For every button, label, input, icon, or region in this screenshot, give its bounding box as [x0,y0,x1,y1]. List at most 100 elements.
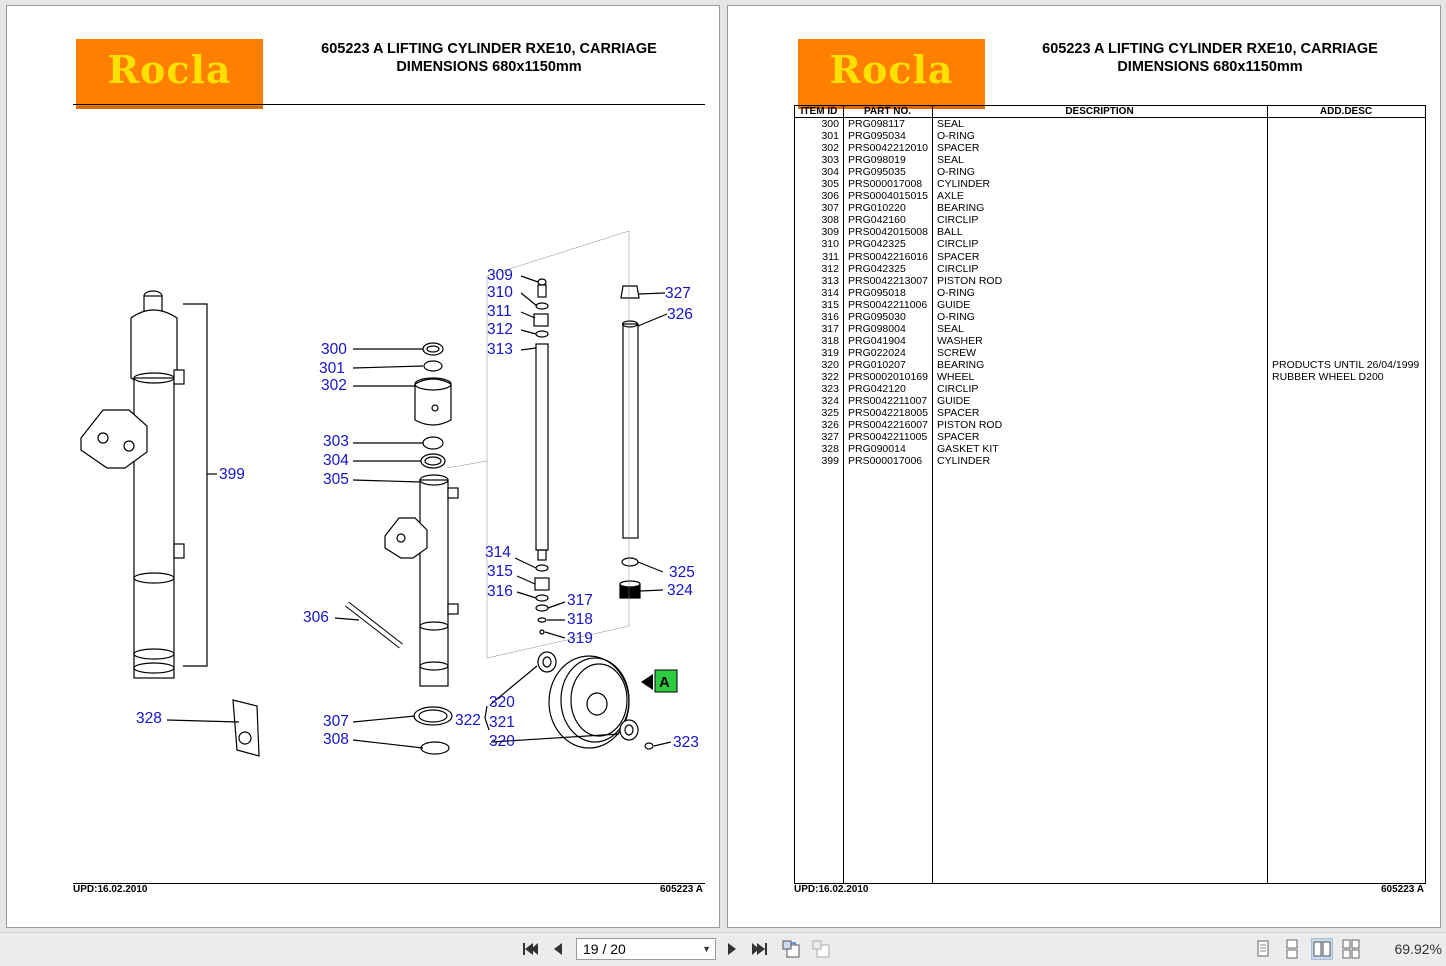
part-no-cell: PRG022024 [848,346,906,359]
single-page-icon[interactable] [1252,938,1274,960]
add-desc-cell: RUBBER WHEEL D200 [1272,370,1384,383]
callout-310: 310 [487,284,513,301]
part-no-cell: PRG090014 [848,443,906,456]
description-cell: SPACER [937,142,980,155]
description-cell: CYLINDER [937,455,991,468]
title-line-1: 605223 A LIFTING CYLINDER RXE10, CARRIAG… [321,41,657,57]
next-page-icon[interactable] [720,937,744,961]
table-row: 311 PRS0042216016 SPACER [795,251,1425,263]
rotate-cw-icon[interactable] [779,937,803,961]
logo-text: Rocla [107,47,232,92]
page-number-input[interactable]: 19 / 20 ▼ [576,938,716,960]
description-cell: BEARING [937,358,985,371]
item-id-cell: 322 [821,370,839,383]
header-rule [73,104,705,105]
description-cell: O-RING [937,286,975,299]
callout-300: 300 [321,341,347,358]
table-row: 324 PRS0042211007 GUIDE [795,395,1425,407]
description-cell: BALL [937,226,963,239]
part-no-cell: PRS0042216016 [848,250,928,263]
callout-301: 301 [319,360,345,377]
part-no-cell: PRG098004 [848,322,906,335]
part-no-cell: PRS0042211007 [848,395,928,408]
description-cell: SPACER [937,250,980,263]
callout-324: 324 [667,582,693,599]
item-id-cell: 327 [821,431,839,444]
item-id-cell: 399 [821,455,839,468]
description-cell: CYLINDER [937,178,991,191]
item-id-cell: 319 [821,346,839,359]
callout-314: 314 [485,544,511,561]
item-id-cell: 314 [821,286,839,299]
item-id-cell: 307 [821,202,839,215]
callout-304: 304 [323,452,349,469]
item-id-cell: 300 [821,118,839,130]
part-no-cell: PRG010207 [848,358,906,371]
description-cell: CIRCLIP [937,262,979,275]
item-id-cell: 326 [821,419,839,432]
last-page-icon[interactable] [748,937,772,961]
part-no-cell: PRG042120 [848,383,906,396]
description-cell: AXLE [937,190,964,203]
item-id-cell: 309 [821,226,839,239]
description-cell: GASKET KIT [937,443,999,456]
callout-306: 306 [303,609,329,626]
description-cell: GUIDE [937,395,971,408]
callout-309: 309 [487,267,513,284]
part-no-cell: PRG042325 [848,238,906,251]
callout-328: 328 [136,710,162,727]
title-line-2: DIMENSIONS 680x1150mm [396,59,582,75]
facing-icon[interactable] [1311,938,1333,960]
first-page-icon[interactable] [518,937,542,961]
callout-313: 313 [487,341,513,358]
callout-326: 326 [667,306,693,323]
rocla-logo: Rocla [76,39,263,109]
callout-316: 316 [487,583,513,600]
part-no-cell: PRG095030 [848,310,906,323]
description-cell: CIRCLIP [937,214,979,227]
continuous-facing-icon[interactable] [1340,938,1362,960]
description-cell: CIRCLIP [937,238,979,251]
item-id-cell: 311 [822,250,839,263]
description-cell: SEAL [937,154,964,167]
item-id-cell: 302 [821,142,839,155]
callout-318: 318 [567,611,593,628]
callout-317: 317 [567,592,593,609]
zoom-level[interactable]: 69.92% [1394,941,1442,957]
item-id-cell: 324 [821,395,839,408]
callout-323: 323 [673,734,699,751]
prev-page-icon[interactable] [546,937,570,961]
page-title: 605223 A LIFTING CYLINDER RXE10, CARRIAG… [289,40,689,76]
item-id-cell: 308 [821,214,839,227]
description-cell: PISTON ROD [937,274,1003,287]
page-indicator: 19 / 20 [583,941,626,957]
rotate-ccw-icon[interactable] [809,937,833,961]
marker-a-box [654,669,678,693]
part-no-cell: PRG042325 [848,262,906,275]
callout-322: 322 [455,712,481,729]
chevron-down-icon: ▼ [702,944,711,954]
add-desc-cell: PRODUCTS UNTIL 26/04/1999 [1272,358,1420,371]
item-id-cell: 318 [821,334,839,347]
continuous-icon[interactable] [1281,938,1303,960]
item-id-cell: 301 [821,130,839,143]
item-id-cell: 323 [821,383,839,396]
header-add-desc: ADD.DESC [1319,106,1373,117]
description-cell: PISTON ROD [937,419,1003,432]
parts-table-header: ITEM ID PART NO. DESCRIPTION ADD.DESC [795,106,1425,118]
item-id-cell: 315 [821,298,839,311]
part-no-cell: PRG095018 [848,286,906,299]
part-no-cell: PRS000017008 [848,178,923,191]
callout-302: 302 [321,377,347,394]
part-no-cell: PRS0042211005 [848,431,928,444]
